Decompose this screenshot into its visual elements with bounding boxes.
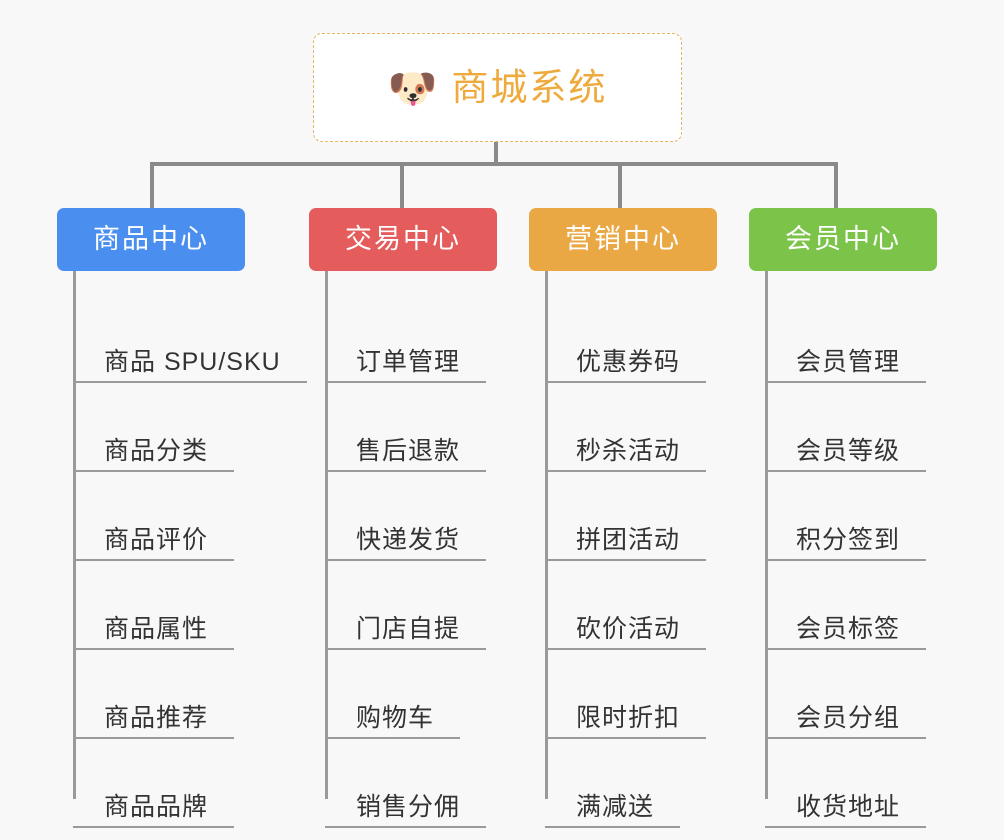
leaf-item[interactable]: 售后退款 [325,437,487,472]
leaf-label: 会员管理 [796,348,901,376]
leaf-item[interactable]: 积分签到 [765,526,927,561]
connector-drop-4 [834,162,838,210]
root-node[interactable]: 🐶 商城系统 [313,33,682,142]
leaf-item[interactable]: 砍价活动 [545,615,707,650]
leaf-label: 收货地址 [796,793,901,821]
branch-spine [325,271,328,799]
root-title: 商城系统 [451,67,608,108]
connector-drop-1 [150,162,154,210]
category-label: 营销中心 [565,224,681,254]
leaf-label: 限时折扣 [576,704,681,732]
leaf-label: 门店自提 [356,615,461,643]
leaf-item[interactable]: 商品 SPU/SKU [73,350,307,383]
category-label: 商品中心 [93,224,209,254]
leaf-item[interactable]: 订单管理 [325,348,487,383]
leaf-item[interactable]: 门店自提 [325,615,487,650]
connector-drop-3 [618,162,622,210]
category-box-marketing-center[interactable]: 营销中心 [529,208,717,271]
branch-spine [545,271,548,799]
leaf-label: 购物车 [356,704,435,732]
leaf-item[interactable]: 满减送 [545,793,681,828]
leaf-label: 积分签到 [796,526,901,554]
connector-horizontal-bus [150,162,838,166]
leaf-label: 秒杀活动 [576,437,681,465]
leaf-item[interactable]: 优惠券码 [545,348,707,383]
dog-face-icon: 🐶 [387,66,438,111]
leaf-label: 商品评价 [104,526,209,554]
category-box-trade-center[interactable]: 交易中心 [309,208,497,271]
category-box-product-center[interactable]: 商品中心 [57,208,245,271]
branch-spine [73,271,76,799]
leaf-label: 商品 SPU/SKU [104,348,281,376]
connector-root-stem [494,142,498,164]
leaf-label: 商品属性 [104,615,209,643]
leaf-item[interactable]: 商品属性 [73,615,235,650]
connector-drop-2 [400,162,404,210]
leaf-item[interactable]: 商品推荐 [73,704,235,739]
leaf-label: 商品品牌 [104,793,209,821]
category-label: 交易中心 [345,224,461,254]
leaf-item[interactable]: 商品评价 [73,526,235,561]
leaf-label: 会员标签 [796,615,901,643]
leaf-label: 满减送 [576,793,655,821]
leaf-item[interactable]: 商品品牌 [73,793,235,828]
leaf-label: 拼团活动 [576,526,681,554]
leaf-item[interactable]: 购物车 [325,704,461,739]
leaf-label: 快递发货 [356,526,461,554]
leaf-item[interactable]: 秒杀活动 [545,437,707,472]
leaf-label: 商品分类 [104,437,209,465]
leaf-item[interactable]: 拼团活动 [545,526,707,561]
leaf-label: 优惠券码 [576,348,681,376]
leaf-label: 砍价活动 [576,615,681,643]
leaf-item[interactable]: 会员分组 [765,704,927,739]
leaf-label: 商品推荐 [104,704,209,732]
leaf-label: 销售分佣 [356,793,461,821]
leaf-item[interactable]: 限时折扣 [545,704,707,739]
leaf-item[interactable]: 收货地址 [765,793,927,828]
leaf-label: 订单管理 [356,348,461,376]
leaf-item[interactable]: 会员等级 [765,437,927,472]
leaf-label: 会员分组 [796,704,901,732]
leaf-item[interactable]: 商品分类 [73,437,235,472]
leaf-label: 会员等级 [796,437,901,465]
leaf-item[interactable]: 销售分佣 [325,793,487,828]
leaf-item[interactable]: 会员管理 [765,348,927,383]
category-label: 会员中心 [785,224,901,254]
leaf-item[interactable]: 会员标签 [765,615,927,650]
leaf-item[interactable]: 快递发货 [325,526,487,561]
branch-spine [765,271,768,799]
category-box-member-center[interactable]: 会员中心 [749,208,937,271]
leaf-label: 售后退款 [356,437,461,465]
